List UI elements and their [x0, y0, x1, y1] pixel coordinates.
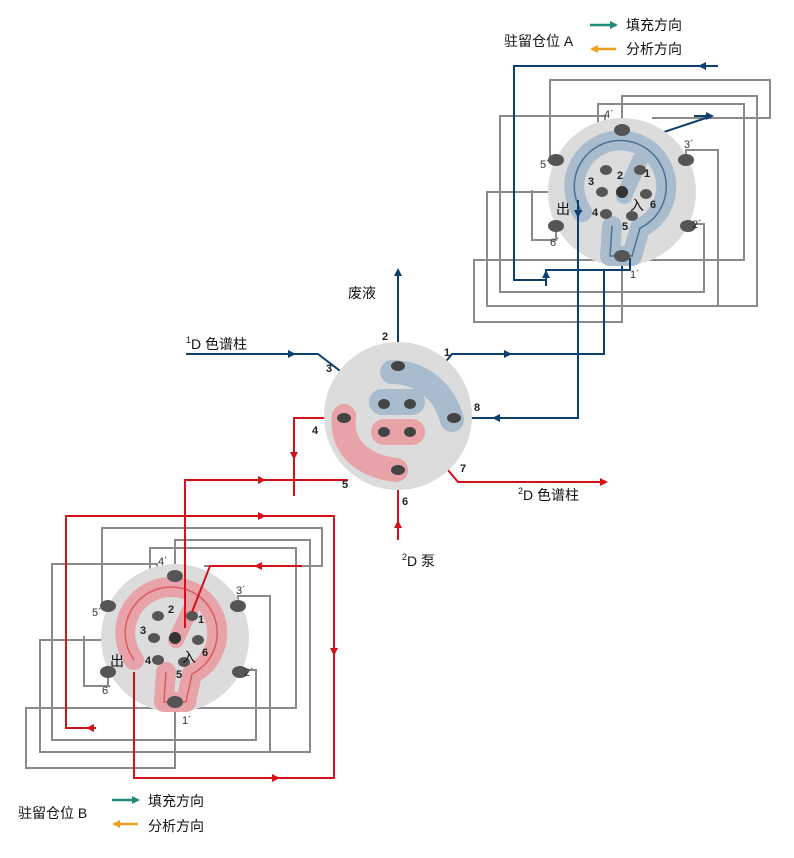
park-a-center-port: [616, 186, 628, 198]
park-b-label-2: 2: [168, 604, 174, 616]
park-a-label-3: 3: [588, 176, 594, 188]
park-b-outer-6: 6´: [102, 685, 112, 697]
legend-b-analysis: 分析方向: [148, 818, 204, 834]
legend-a: 驻留仓位 A 填充方向 分析方向: [504, 17, 682, 57]
park-b-port-4: [152, 655, 164, 665]
park-a-label-6: 6: [650, 199, 656, 211]
legend-b-fill: 填充方向: [148, 793, 204, 809]
main-port-3: [378, 399, 390, 409]
park-b-label-1: 1: [198, 614, 204, 626]
park-a-port-6p: [548, 220, 564, 232]
park-a-port-6: [640, 189, 652, 199]
main-label-4: 4: [312, 425, 319, 437]
park-b-out-label: 出: [110, 653, 124, 669]
park-b-center-port: [169, 632, 181, 644]
main-label-1: 1: [444, 347, 450, 359]
park-a-outer-2: 2´: [692, 219, 702, 231]
main-blue-groove-1: [380, 360, 464, 432]
park-b-port-5p: [100, 600, 116, 612]
main-port-2: [391, 361, 405, 371]
park-a-port-2p: [680, 220, 696, 232]
park-b-port-1: [186, 611, 198, 621]
park-b-outer-4: 4´: [158, 556, 168, 568]
park-a-outer-1: 1´: [630, 269, 640, 281]
park-a-outer-6: 6´: [550, 237, 560, 249]
park-b-port-3p: [230, 600, 246, 612]
main-label-3: 3: [326, 363, 332, 375]
main-port-8: [447, 413, 461, 423]
park-a-port-2: [600, 165, 612, 175]
park-b-port-2: [152, 611, 164, 621]
legend-b: 驻留仓位 B 填充方向 分析方向: [18, 793, 204, 834]
park-b-label-6: 6: [202, 647, 208, 659]
main-label-7: 7: [460, 463, 466, 475]
main-port-4: [378, 427, 390, 437]
blue-arrows: [270, 62, 718, 422]
park-a-out-label: 出: [556, 201, 570, 217]
waste-label: 废液: [348, 285, 376, 301]
main-label-2: 2: [382, 331, 388, 343]
park-a-outer-3: 3´: [684, 139, 694, 151]
park-b-outer-3: 3´: [236, 585, 246, 597]
main-label-8: 8: [474, 402, 480, 414]
column-2d-label: 2D 色谱柱: [518, 486, 579, 503]
main-label-6: 6: [402, 496, 408, 508]
park-a-port-4: [600, 209, 612, 219]
park-a-label-1: 1: [644, 168, 650, 180]
legend-a-analysis: 分析方向: [626, 41, 682, 57]
park-a-port-1p: [614, 250, 630, 262]
park-a-groove-edge: [573, 139, 667, 257]
legend-a-title: 驻留仓位 A: [504, 33, 574, 49]
park-b-port-4p: [167, 570, 183, 582]
main-valve: 1 2 3 4 5 6 7 8: [312, 331, 480, 508]
park-a-outer-5: 5´: [540, 159, 550, 171]
park-a-label-2: 2: [617, 170, 623, 182]
park-a-port-4p: [614, 124, 630, 136]
park-b-port-6: [192, 635, 204, 645]
park-a-port-5p: [548, 154, 564, 166]
park-a-label-4: 4: [592, 207, 599, 219]
park-a-outer-4: 4´: [604, 109, 614, 121]
park-b-label-5: 5: [176, 669, 182, 681]
park-b-label-3: 3: [140, 625, 146, 637]
park-b-port-6p: [100, 666, 116, 678]
pump-2d-label: 2D 泵: [402, 552, 435, 569]
main-port-7: [404, 427, 416, 437]
main-port-4-outer: [337, 413, 351, 423]
park-a-port-1: [634, 165, 646, 175]
park-a-port-3: [596, 187, 608, 197]
main-label-5: 5: [342, 479, 348, 491]
park-a-port-5: [626, 211, 638, 221]
park-b-valve: 2 1 3 6 4 5 出 入 4´ 3´ 2´ 1´ 6´ 5´: [92, 556, 254, 727]
main-port-1: [404, 399, 416, 409]
park-b-label-4: 4: [145, 655, 152, 667]
park-b-outer-2: 2´: [244, 667, 254, 679]
park-a-label-5: 5: [622, 221, 628, 233]
park-a-in-label: 入: [630, 197, 644, 213]
park-a-valve: 2 1 3 6 4 5 出 入 4´ 3´ 2´ 1´ 6´ 5´: [540, 109, 702, 281]
park-b-in-label: 入: [182, 649, 196, 665]
park-b-port-5: [178, 657, 190, 667]
park-b-groove-edge: [124, 586, 218, 703]
main-port-6: [391, 465, 405, 475]
park-b-port-1p: [167, 696, 183, 708]
park-b-outer-5: 5´: [92, 607, 102, 619]
park-b-port-2p: [232, 666, 248, 678]
legend-a-fill: 填充方向: [626, 17, 682, 33]
park-a-port-3p: [678, 154, 694, 166]
main-red-groove-1: [331, 404, 408, 482]
park-b-port-3: [148, 633, 160, 643]
red-arrows: [86, 440, 608, 782]
column-1d-label: 1D 色谱柱: [186, 335, 247, 352]
legend-b-title: 驻留仓位 B: [18, 805, 87, 821]
park-b-outer-1: 1´: [182, 715, 192, 727]
